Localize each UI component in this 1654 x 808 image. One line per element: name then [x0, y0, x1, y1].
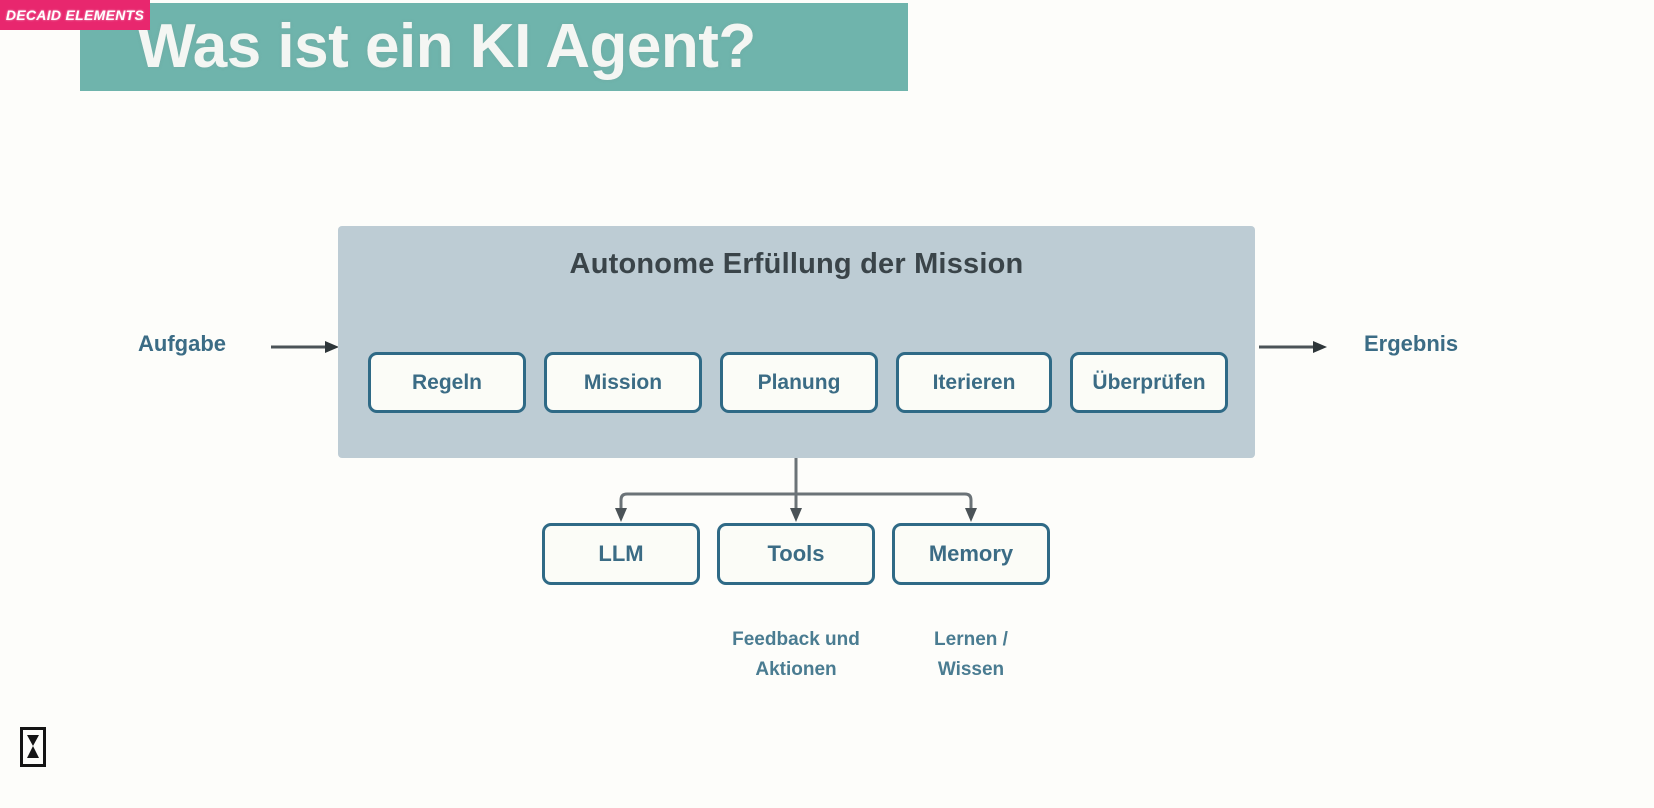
resource-label: LLM — [598, 541, 644, 566]
capability-label: Überprüfen — [1092, 370, 1206, 394]
panel-heading: Autonome Erfüllung der Mission — [569, 248, 1024, 280]
hourglass-icon — [20, 727, 46, 767]
resource-box-tools[interactable]: Tools — [717, 523, 875, 585]
caption-line-2: Aktionen — [755, 659, 837, 680]
resource-box-memory[interactable]: Memory — [892, 523, 1050, 585]
resource-caption-memory: Lernen / Wissen — [871, 625, 1071, 685]
caption-line-2: Wissen — [937, 659, 1005, 680]
caption-line-1: Lernen / — [934, 629, 1008, 650]
arrow-right-icon — [1259, 341, 1327, 353]
agent-panel: Autonome Erfüllung der Mission Regeln Mi… — [338, 226, 1255, 458]
capability-row: Regeln Mission Planung Iterieren Überprü… — [368, 351, 1228, 414]
page-title: Was ist ein KI Agent? — [137, 12, 756, 81]
arrow-right-icon — [271, 341, 339, 353]
slide-title-banner: Was ist ein KI Agent? — [80, 3, 908, 91]
resource-label: Memory — [928, 541, 1014, 566]
resource-box-llm[interactable]: LLM — [542, 523, 700, 585]
capability-label: Regeln — [411, 370, 482, 394]
resource-caption-tools: Feedback und Aktionen — [696, 625, 896, 685]
capability-label: Iterieren — [932, 370, 1016, 394]
caption-line-1: Feedback und — [732, 629, 860, 650]
capability-box-iterieren[interactable]: Iterieren — [896, 352, 1052, 413]
brand-badge: DECAID ELEMENTS — [0, 0, 150, 30]
output-label: Ergebnis — [1364, 331, 1459, 356]
capability-box-planung[interactable]: Planung — [720, 352, 878, 413]
capability-box-mission[interactable]: Mission — [544, 352, 702, 413]
capability-label: Planung — [757, 370, 841, 394]
input-label: Aufgabe — [138, 331, 226, 356]
resource-label: Tools — [767, 541, 825, 566]
capability-label: Mission — [583, 370, 663, 394]
capability-box-ueberpruefen[interactable]: Überprüfen — [1070, 352, 1228, 413]
brand-badge-label: DECAID ELEMENTS — [5, 7, 145, 23]
capability-box-regeln[interactable]: Regeln — [368, 352, 526, 413]
